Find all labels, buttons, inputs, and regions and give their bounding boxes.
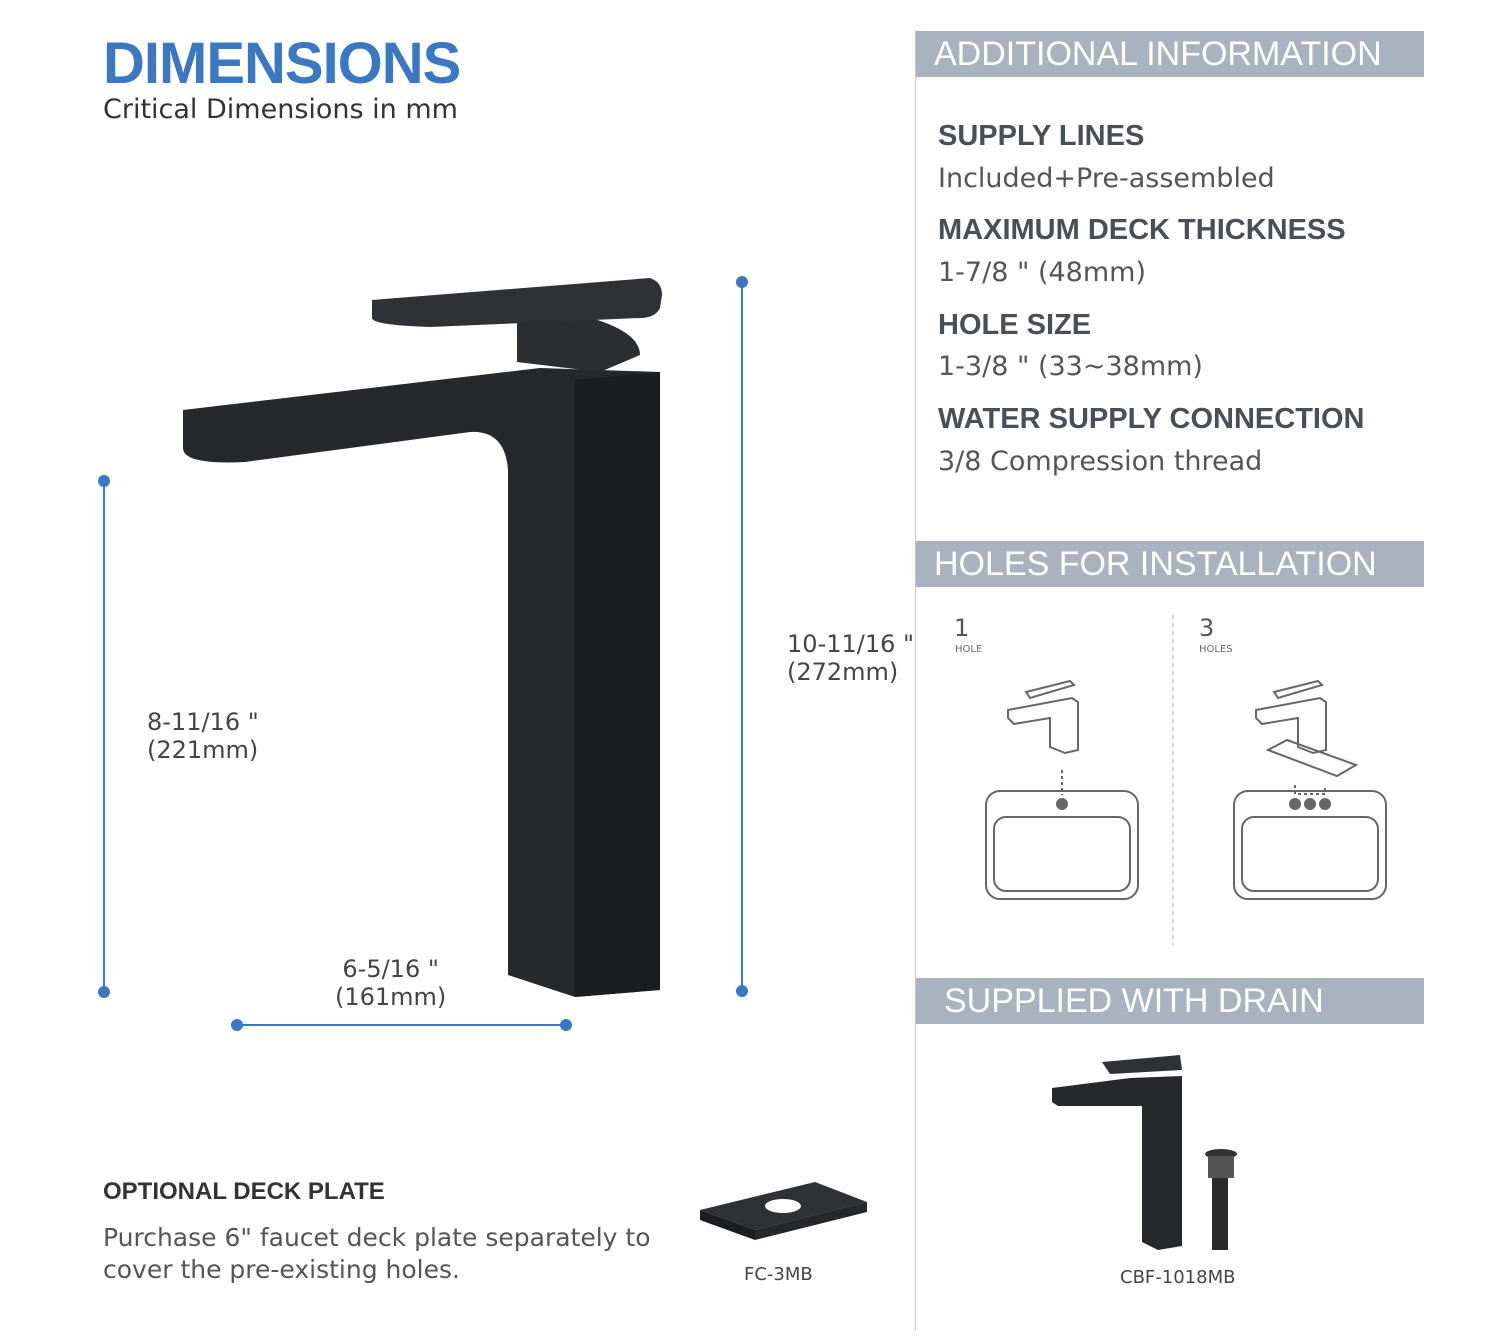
spec-value: 1-3/8 " (33~38mm) [938, 351, 1203, 382]
spout-height-inch: 8-11/16 " [147, 708, 259, 736]
faucet-with-drain-image [1052, 1055, 1237, 1250]
spout-reach-mm: (161mm) [335, 983, 447, 1011]
column-divider [915, 30, 916, 1330]
spec-label: SUPPLY LINES [938, 120, 1145, 152]
total-height-label: 10-11/16 " (272mm) [787, 630, 914, 686]
dimension-lines [98, 276, 748, 1031]
spout-reach-label: 6-5/16 " (161mm) [335, 955, 446, 1011]
drain-model: CBF-1018MB [1120, 1267, 1236, 1288]
faucet-dimension-drawing [98, 276, 748, 1031]
three-hole-diagram [1233, 679, 1387, 900]
holes-header: HOLES FOR INSTALLATION [916, 541, 1424, 587]
deck-plate-model: FC-3MB [744, 1264, 813, 1285]
total-height-inch: 10-11/16 " [787, 630, 915, 658]
spec-label: HOLE SIZE [938, 309, 1092, 341]
spec-value: Included+Pre-assembled [938, 163, 1275, 194]
spout-height-label: 8-11/16 " (221mm) [147, 708, 259, 764]
faucet-image [183, 278, 662, 997]
additional-info-header: ADDITIONAL INFORMATION [916, 31, 1424, 77]
spout-height-mm: (221mm) [147, 736, 259, 764]
hole-label: HOLE [955, 644, 983, 655]
page-subtitle: Critical Dimensions in mm [103, 94, 458, 125]
installation-diagrams [985, 615, 1387, 945]
spout-reach-inch: 6-5/16 " [342, 955, 439, 983]
spec-value: 1-7/8 " (48mm) [938, 257, 1146, 288]
hole-label: HOLES [1199, 644, 1233, 655]
spec-value: 3/8 Compression thread [938, 446, 1263, 477]
spec-label: WATER SUPPLY CONNECTION [938, 403, 1365, 435]
deck-plate-image [700, 1182, 867, 1240]
spec-label: MAXIMUM DECK THICKNESS [938, 214, 1346, 246]
page-title: DIMENSIONS [103, 31, 461, 96]
one-hole-diagram [985, 679, 1139, 900]
hole-count: 1 [954, 614, 970, 642]
total-height-mm: (272mm) [787, 658, 899, 686]
deck-plate-description: Purchase 6" faucet deck plate separately… [103, 1223, 651, 1284]
drain-header: SUPPLIED WITH DRAIN [916, 978, 1424, 1024]
hole-count: 3 [1199, 614, 1215, 642]
deck-plate-title: OPTIONAL DECK PLATE [103, 1178, 385, 1205]
